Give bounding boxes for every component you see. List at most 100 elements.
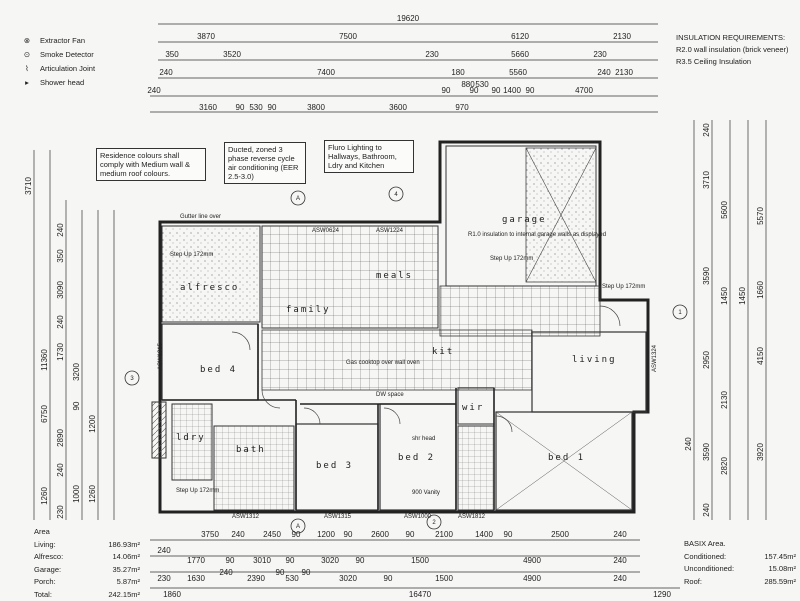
door-swings (232, 306, 620, 432)
dimension-lines-bottom (150, 540, 680, 588)
room-label-meals: meals (376, 271, 413, 281)
dimension-label: 1400 (475, 530, 493, 539)
basix-table: BASIX Area. Conditioned:157.45m² Uncondi… (684, 538, 796, 588)
dimension-label: 230 (593, 50, 607, 59)
dimension-label: 4150 (756, 347, 765, 365)
section-marker-label: A (296, 524, 300, 530)
shower-head-note: shr head (412, 436, 435, 442)
window-tag: ASW0624 (312, 228, 340, 234)
window-tag: ASW1312 (232, 514, 260, 520)
area-row: Living:186.93m² (34, 539, 140, 552)
dimension-label: 3750 (201, 530, 219, 539)
entry-floor (440, 286, 600, 336)
laundry-area (172, 404, 212, 480)
dimension-label: 240 (613, 556, 627, 565)
room-label-bed3: bed 3 (316, 461, 353, 471)
window-tag: ASW1315 (324, 514, 352, 520)
note-colours: Residence colours shall comply with Medi… (96, 148, 206, 181)
room-label-alfresco: alfresco (180, 283, 239, 293)
dimension-label: 880 (461, 80, 475, 89)
section-marker-label: 4 (394, 192, 398, 198)
dimension-lines-top (150, 24, 658, 112)
dimension-label: 1260 (88, 485, 97, 503)
dimension-label: 90 (406, 530, 415, 539)
step-up-note: Step Up 172mm (170, 252, 213, 258)
dimension-label: 1400 (503, 86, 521, 95)
dimension-label: 4900 (523, 556, 541, 565)
dimension-label: 3520 (223, 50, 241, 59)
section-marker-label: 1 (678, 310, 682, 316)
section-marker (291, 519, 305, 533)
gutter-note: Gutter line over (180, 214, 221, 220)
dimension-lines-right (694, 120, 766, 520)
internal-walls (162, 324, 494, 510)
bed-2-room (380, 404, 456, 510)
dimension-lines-left (34, 150, 114, 520)
area-row: Garage:35.27m² (34, 564, 140, 577)
room-label-wir: wir (462, 403, 484, 413)
dimension-label: 90 (384, 574, 393, 583)
legend-label: Smoke Detector (40, 48, 94, 62)
dimension-label: 240 (684, 437, 693, 451)
room-label-bed2: bed 2 (398, 453, 435, 463)
dimension-label: 1770 (187, 556, 205, 565)
dimension-label: 3870 (197, 32, 215, 41)
dimension-label: 1860 (163, 590, 181, 599)
dimension-label: 3090 (56, 281, 65, 299)
step-up-note: Step Up 172mm (602, 284, 645, 290)
dimension-label: 90 (302, 568, 311, 577)
window-tag: ASW1315 (158, 342, 164, 370)
dimension-label: 1500 (411, 556, 429, 565)
dimension-label: 7400 (317, 68, 335, 77)
smoke-detector-icon: ⊙ (22, 48, 32, 62)
dimension-label: 90 (344, 530, 353, 539)
legend-label: Articulation Joint (40, 62, 95, 76)
cooktop-note: Gas cooktop over wall oven (346, 360, 420, 366)
dw-note: DW space (376, 392, 404, 398)
dimension-label: 240 (231, 530, 245, 539)
garage-slab (526, 148, 596, 282)
dimension-label: 2100 (435, 530, 453, 539)
dimension-label: 2820 (720, 457, 729, 475)
dimension-label: 240 (613, 574, 627, 583)
area-row: Total:242.15m² (34, 589, 140, 601)
linen-cupboard (152, 402, 166, 458)
dimension-label: 3020 (321, 556, 339, 565)
dimension-label: 1730 (56, 343, 65, 361)
dimension-label: 7500 (339, 32, 357, 41)
dimension-label: 3020 (339, 574, 357, 583)
dimension-label: 1290 (653, 590, 671, 599)
room-label-kitchen: kit (432, 347, 454, 357)
family-meals-floor (262, 226, 438, 328)
dimension-label: 180 (451, 68, 465, 77)
area-row: Porch:5.87m² (34, 576, 140, 589)
dimension-label: 350 (56, 249, 65, 263)
room-label-ldry: ldry (176, 433, 206, 443)
bath-area (214, 426, 294, 510)
section-marker (427, 515, 441, 529)
dimension-label: 5660 (511, 50, 529, 59)
dimension-label: 90 (286, 556, 295, 565)
dimension-label: 1200 (88, 415, 97, 433)
dimension-label: 6750 (40, 405, 49, 423)
dimension-label: 3800 (307, 103, 325, 112)
dimension-label: 90 (276, 568, 285, 577)
dimension-label: 240 (219, 568, 233, 577)
dimension-label: 90 (268, 103, 277, 112)
dimension-label: 3920 (756, 443, 765, 461)
dimension-label: 240 (702, 123, 711, 137)
dimension-label: 2500 (551, 530, 569, 539)
dimension-label: 3710 (702, 171, 711, 189)
dimension-label: 19620 (397, 14, 420, 23)
dimension-label: 1200 (317, 530, 335, 539)
dimension-label: 240 (157, 546, 171, 555)
area-table: Area Living:186.93m² Alfresco:14.06m² Ga… (34, 526, 140, 601)
dimension-label: 530 (249, 103, 263, 112)
basix-row: Roof:285.59m² (684, 576, 796, 589)
dimension-label: 530 (285, 574, 299, 583)
bed-1-room (496, 412, 632, 510)
dimension-label: 90 (504, 530, 513, 539)
dimension-label: 230 (56, 505, 65, 519)
dimension-label: 1660 (756, 281, 765, 299)
